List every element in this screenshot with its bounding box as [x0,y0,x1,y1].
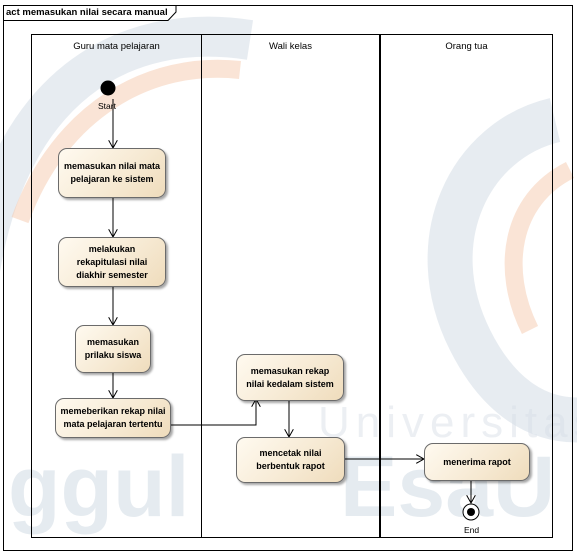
end-node-core [467,508,475,516]
watermark-arc-right-blue [427,98,577,443]
action-rekap-kedalam-sistem[interactable]: memasukan rekap nilai kedalam sistem [236,354,344,401]
action-rekapitulasi-nilai[interactable]: melakukan rekapitulasi nilai diakhir sem… [58,237,166,287]
diagram-title: act memasukan nilai secara manual [6,7,168,18]
watermark-arc-left-blue [0,16,254,272]
swimlane-wali [201,34,380,538]
action-rekap-mapel[interactable]: memeberikan rekap nilai mata pelajaran t… [55,398,171,438]
start-node [100,80,116,96]
action-menerima-rapot[interactable]: menerima rapot [424,443,530,481]
frame-tab-border [3,5,177,21]
swimlane-title-wali: Wali kelas [269,41,312,52]
watermark-universitas: Universitas [318,398,577,447]
start-label: Start [98,101,116,111]
watermark-ggul: ggul [8,439,190,535]
activity-frame [3,5,573,551]
swimlane-title-orangtua: Orang tua [445,41,488,52]
swimlane-orangtua [380,34,553,538]
action-memasukan-nilai[interactable]: memasukan nilai mata pelajaran ke sistem [58,148,166,198]
action-memasukan-prilaku[interactable]: memasukan prilaku siswa [75,325,151,373]
watermark-arc-left-orange [11,59,241,224]
end-label: End [464,525,480,535]
flow-a4-to-a5 [171,399,256,426]
swimlane-title-guru: Guru mata pelajaran [73,41,160,52]
watermark-arc-right-orange [504,161,575,335]
action-cetak-rapot[interactable]: mencetak nilai berbentuk rapot [236,437,345,483]
